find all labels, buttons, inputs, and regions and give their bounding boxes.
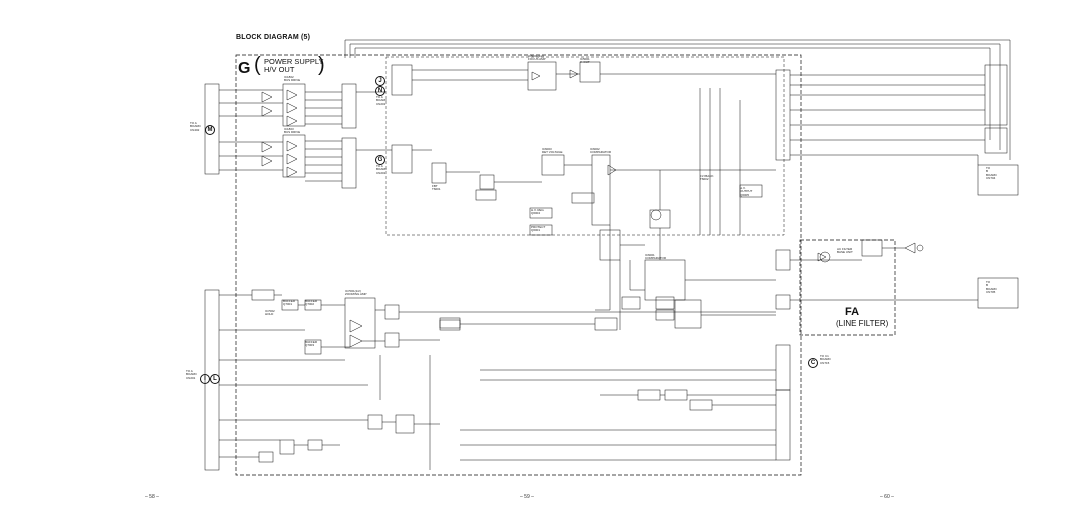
section-g-close-paren: ): [318, 54, 325, 76]
section-g-open-paren: (: [254, 54, 261, 76]
label-zooming-amp: IC7001(1/2)ZOOMING AMP: [345, 289, 367, 297]
section-fa-letter: FA: [845, 306, 860, 318]
connector-l-badge: L: [210, 374, 220, 384]
page-number-59: – 59 –: [520, 494, 534, 500]
connector-i-badge: I: [200, 374, 210, 384]
page-number-58: – 58 –: [145, 494, 159, 500]
connector-j-badge: J: [375, 76, 385, 86]
section-g-line1: POWER SUPPLY: [264, 57, 324, 66]
section-fa-name-text: LINE FILTER: [838, 319, 886, 328]
diagram-title: BLOCK DIAGRAM (5): [236, 34, 311, 41]
connector-n-badge: N: [375, 86, 385, 96]
connector-c-badge: C: [808, 358, 818, 368]
page-number-60: – 60 –: [880, 494, 894, 500]
section-g-name: POWER SUPPLY H/V OUT: [264, 58, 323, 74]
section-g-line2: H/V OUT: [264, 65, 295, 74]
connector-g-badge: G: [375, 155, 385, 165]
label-focus-amp: IC5001(1/2)FOCUS AMP: [528, 54, 546, 62]
connector-m-badge: M: [205, 125, 215, 135]
section-fa-name: (LINE FILTER): [836, 319, 889, 328]
section-g-letter: G: [238, 60, 251, 77]
